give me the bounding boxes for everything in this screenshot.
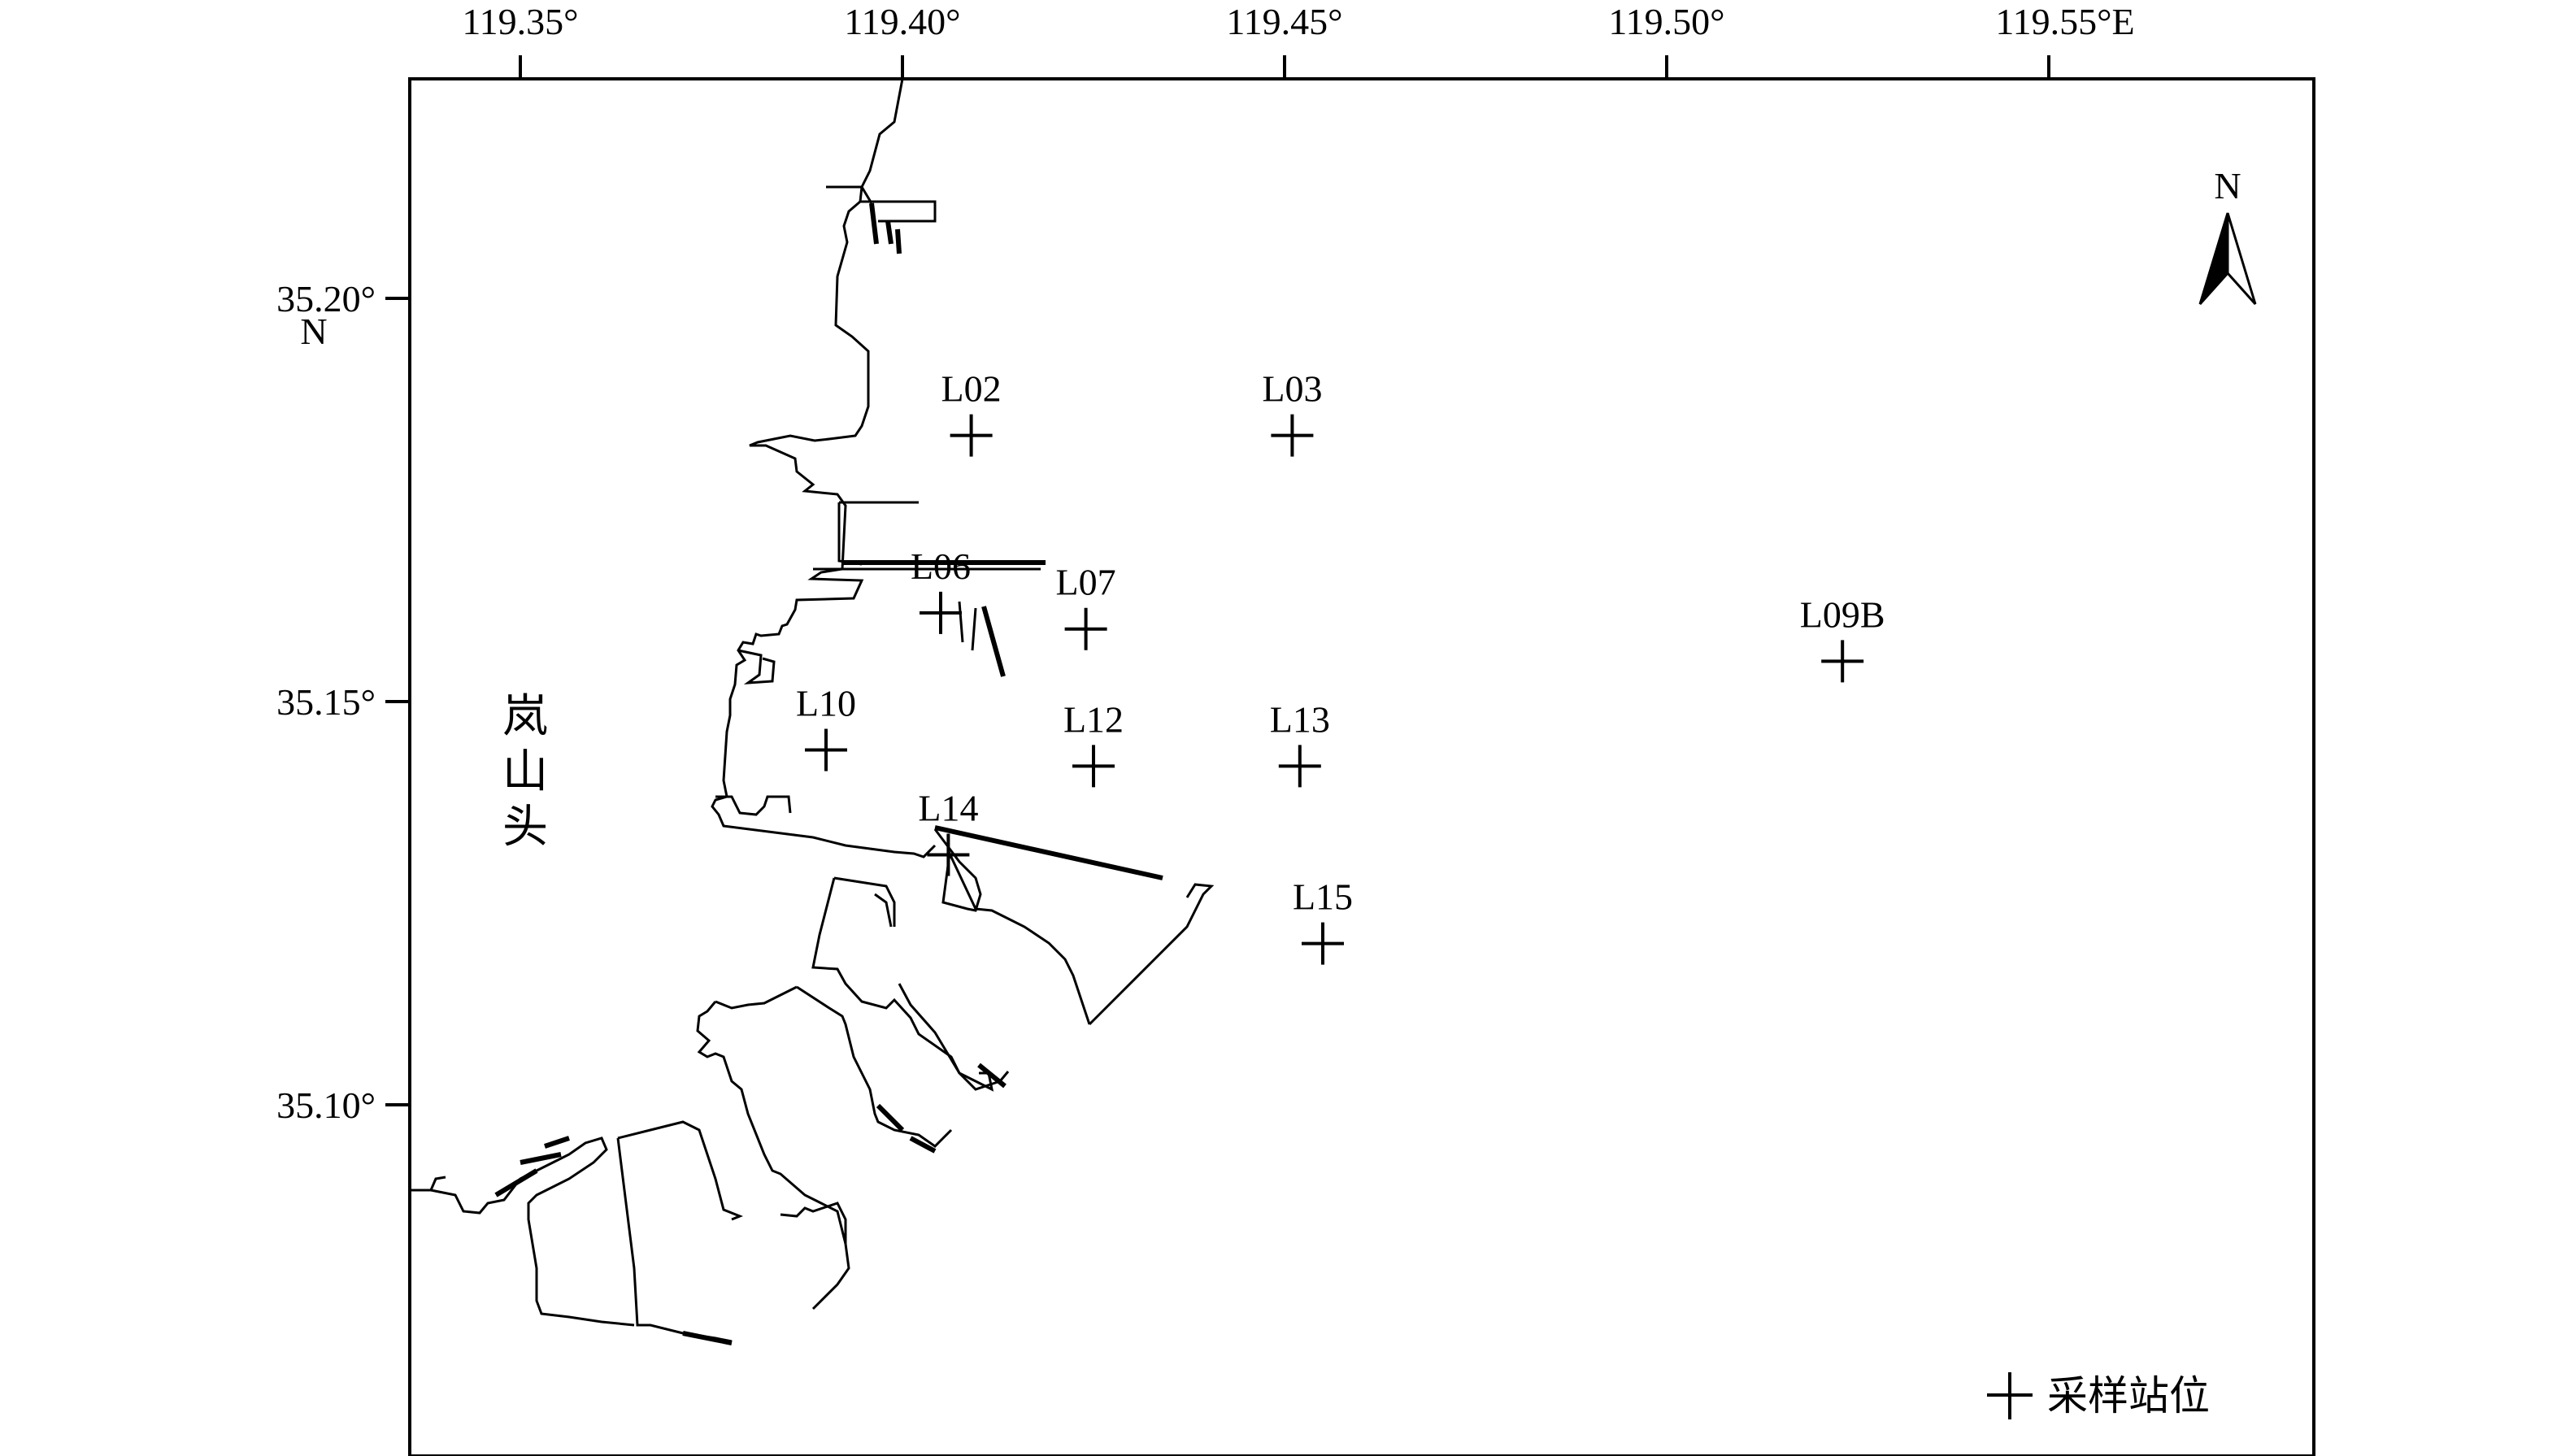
lat-unit-label: N	[300, 311, 327, 352]
station-label: L10	[796, 683, 856, 724]
lat-tick-label: 35.10°	[276, 1084, 376, 1126]
north-arrow-label: N	[2214, 165, 2241, 206]
station-marker: L14	[918, 787, 978, 876]
station-label: L09B	[1800, 593, 1885, 635]
lon-tick-label: 119.55°E	[1995, 1, 2134, 42]
station-marker: L06	[911, 545, 971, 634]
lat-tick-label: 35.20°	[276, 278, 376, 319]
station-label: L03	[1262, 368, 1322, 410]
station-label: L14	[918, 787, 978, 828]
land-label-char: 岚	[502, 690, 548, 743]
station-label: L06	[911, 545, 971, 587]
land-label-char: 山	[502, 745, 548, 798]
legend-label: 采样站位	[2047, 1372, 2210, 1419]
station-label: L07	[1056, 562, 1116, 603]
station-marker: L10	[796, 683, 856, 771]
lon-tick-label: 119.40°	[844, 1, 960, 42]
land-label-char: 头	[502, 801, 548, 854]
station-label: L15	[1293, 876, 1353, 918]
map-frame	[408, 77, 2315, 1456]
station-marker: L12	[1063, 698, 1124, 788]
lon-tick-label: 119.45°	[1226, 1, 1342, 42]
station-marker: L09B	[1800, 593, 1885, 683]
station-marker: L02	[941, 368, 1002, 457]
station-label: L02	[941, 368, 1002, 410]
station-marker: L13	[1270, 698, 1330, 788]
station-label: L12	[1063, 698, 1124, 740]
station-marker: L07	[1056, 562, 1116, 650]
lon-ticks	[519, 55, 2050, 79]
station-marker: L15	[1293, 876, 1353, 965]
north-arrow-icon: N	[2198, 165, 2257, 306]
station-label: L13	[1270, 698, 1330, 740]
station-marker: L03	[1262, 368, 1322, 457]
legend: 采样站位	[1987, 1372, 2210, 1419]
lon-tick-label: 119.35°	[462, 1, 578, 42]
cross-marker-icon	[1987, 1372, 2033, 1419]
lat-ticks	[385, 297, 410, 1106]
lat-tick-label: 35.15°	[276, 681, 376, 723]
coastline	[410, 78, 1215, 1345]
lon-tick-label: 119.50°	[1608, 1, 1724, 42]
